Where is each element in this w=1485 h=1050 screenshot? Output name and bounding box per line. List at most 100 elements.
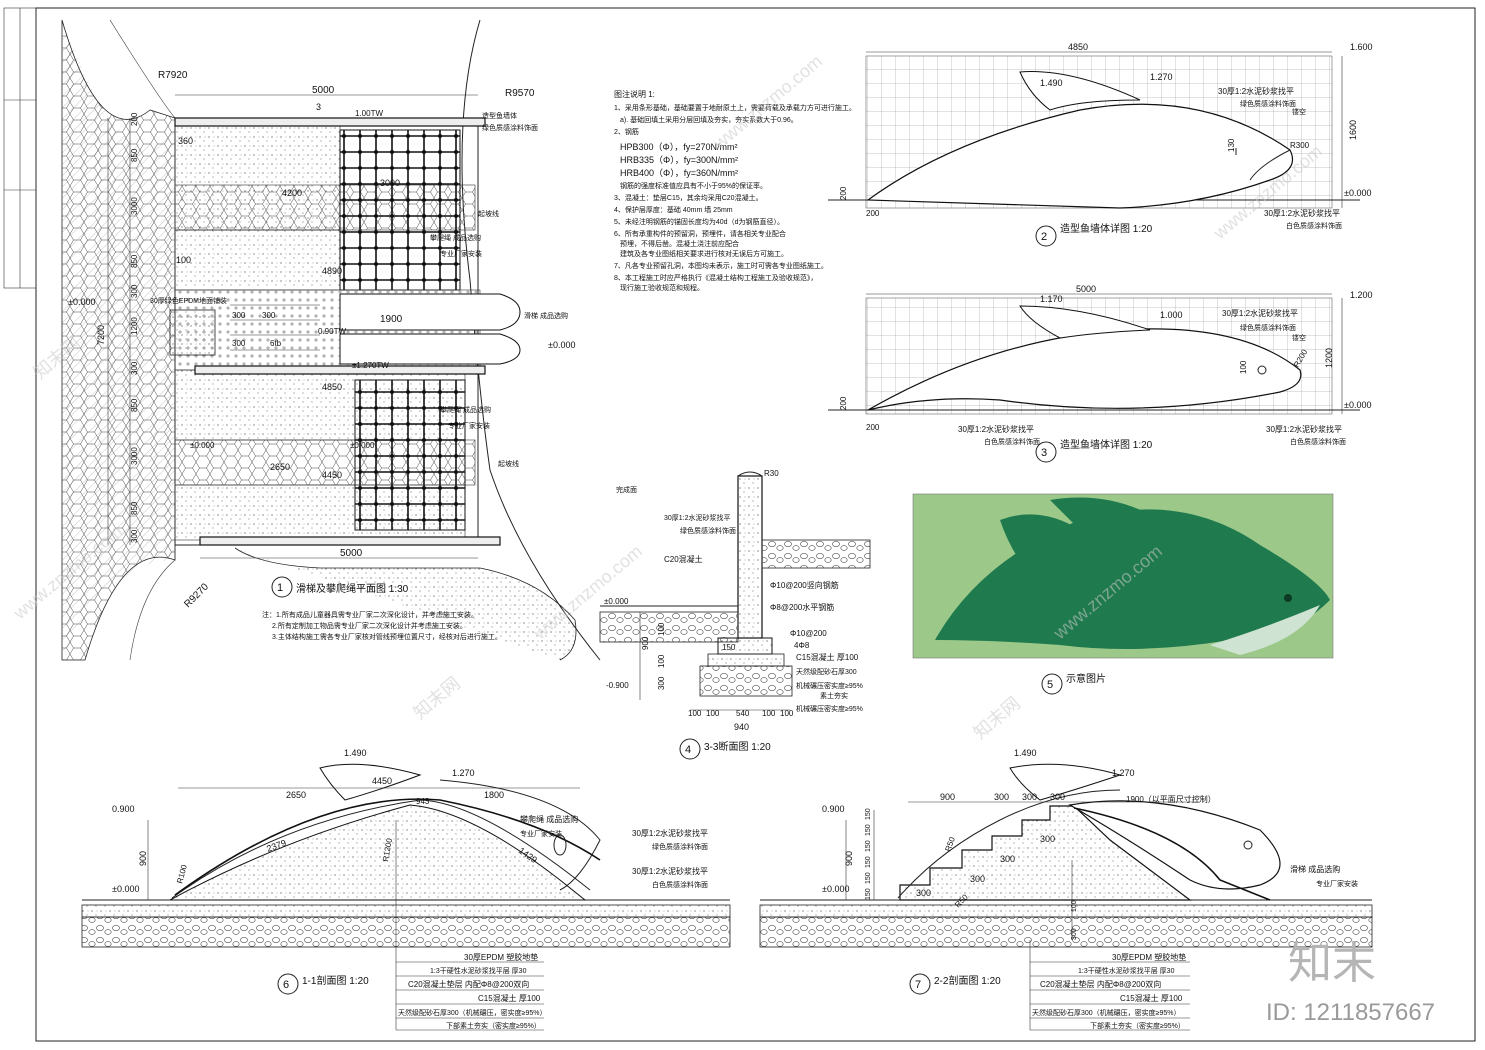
fw3-dim: 1.170	[1040, 294, 1063, 304]
notes-line: 建筑及各专业图纸相关要求进行核对无误后方可施工。	[620, 249, 788, 258]
left-dim-8: 3000	[130, 447, 139, 465]
plan-dim-top-0: 5000	[312, 85, 335, 96]
s22-layer: 1:3干硬性水泥砂浆找平层 厚30	[1078, 966, 1175, 975]
notes-line: 7、凡各专业预留孔洞，本图均未表示，施工时可需各专业图纸施工。	[614, 261, 828, 270]
s33-dim: 100	[657, 654, 666, 668]
left-dim-10: 300	[130, 529, 139, 543]
fw3-label: 30厚1:2水泥砂浆找平	[1266, 424, 1342, 434]
notes-line: 6、所有承重构件的预留洞，预埋件，请各相关专业配合	[614, 229, 786, 238]
s22-dim: 150	[865, 888, 872, 900]
notes-line: HPB300（Φ），fy=270N/mm²	[620, 142, 737, 152]
s33-label: Φ8@200水平钢筋	[770, 602, 834, 612]
fw2-label: 绿色质感涂料饰面	[1240, 99, 1296, 108]
inner-dim: 300	[232, 311, 246, 320]
plan-label: 30厚绿色EPDM地面铺装	[150, 296, 227, 305]
plan-dim-bottom: 5000	[340, 548, 363, 559]
s11-dim: 1.270	[452, 768, 475, 778]
s22-dim: 900	[940, 792, 955, 802]
fw2-dim: ±0.000	[1344, 188, 1371, 198]
plan-label: 专业厂家安装	[448, 421, 490, 430]
notes-line: 2、钢筋	[614, 127, 639, 136]
s33-dim: 900	[641, 636, 650, 650]
example-photo	[912, 493, 1334, 659]
s33-dim: -0.900	[606, 681, 629, 690]
s33-label: 绿色质感涂料饰面	[680, 526, 736, 535]
s22-number: 7	[915, 979, 921, 991]
s33-label: 素土夯实	[820, 691, 848, 700]
inner-dim: 4850	[322, 382, 342, 392]
s11-layer: C20混凝土垫层 内配Φ8@200双向	[408, 979, 529, 989]
fw2-number: 2	[1041, 231, 1047, 243]
fw3-dim: 200	[866, 423, 880, 432]
notes-line: 钢筋的强度标准值应具有不小于95%的保证率。	[620, 181, 767, 190]
notes-line: HRB335（Φ），fy=300N/mm²	[620, 155, 738, 165]
s33-label: 完成面	[616, 485, 637, 494]
notes-title: 图注说明 1:	[614, 89, 655, 99]
s11-dim: R1200	[381, 837, 394, 862]
section-3-3-text: R30 ±0.000 -0.900 900 300 100 100 150 10…	[604, 469, 863, 732]
notes-line: 5、未经注明钢筋的锚固长度均为40d（d为钢筋直径）。	[614, 217, 784, 226]
s22-dim: 300	[1040, 834, 1055, 844]
s22-title: 2-2剖面图 1:20	[934, 974, 1001, 987]
s33-label: Φ10@200竖向钢筋	[770, 580, 839, 590]
watermark-logo: 知末	[1288, 939, 1376, 988]
inner-dim: 2650	[270, 462, 290, 472]
inner-dim: 4450	[322, 470, 342, 480]
s22-layer: 天然级配砂石厚300（机械碾压，密实度≥95%）	[1032, 1008, 1181, 1017]
section-1-1-layers: 30厚EPDM 塑胶地垫 1:3干硬性水泥砂浆找平层 厚30 C20混凝土垫层 …	[395, 820, 547, 1031]
plan-view	[61, 19, 601, 661]
s33-label: 机械碾压密实度≥95%	[796, 704, 863, 713]
s11-dim: 1.490	[344, 748, 367, 758]
inner-dim: ±0.000	[350, 441, 375, 450]
notes-line: 1、采用条形基础，基础要置于地耐原土上，需要荷载及承载力方可进行施工。	[614, 103, 856, 112]
plan-dim-top-1: 3	[316, 102, 321, 112]
notes-line: a). 基础回填土采用分层回填及夯实，夯实系数大于0.96。	[620, 115, 798, 124]
s22-layer: 30厚EPDM 塑胶地垫	[1112, 952, 1186, 962]
left-dim-9: 850	[130, 501, 139, 515]
s33-dim: 100	[780, 709, 794, 718]
s11-layer: C15混凝土 厚100	[478, 993, 541, 1003]
s33-label: C20混凝土	[664, 554, 703, 564]
sheet-border	[35, 7, 1476, 1042]
inner-dim: 360	[178, 136, 193, 146]
notes-line: 8、本工程施工时应严格执行《混凝土结构工程施工及验收规范》，	[614, 273, 817, 282]
fw2-dim: 4850	[1068, 42, 1088, 52]
s22-dim: 300	[970, 874, 985, 884]
radius-label-1: R7920	[158, 70, 188, 81]
watermark-site: www.znzmo.com	[709, 51, 826, 154]
plan-note-2: 2.所有定制加工物品需专业厂家二次深化设计并考虑施工安装。	[272, 621, 467, 630]
s22-label: 专业厂家安装	[1316, 879, 1358, 888]
inner-dim: 4200	[282, 188, 302, 198]
fw3-dim: 100	[1239, 360, 1248, 374]
inner-dim: ±0.000	[190, 441, 215, 450]
fw3-label: 白色质感涂料饰面	[984, 437, 1040, 446]
s22-dim: 150	[865, 824, 872, 836]
section-3-3	[599, 471, 871, 711]
s22-dim: 1.490	[1014, 748, 1037, 758]
plan-dim-top-2: 1.00TW	[355, 109, 383, 118]
s11-dim: 0.900	[112, 804, 135, 814]
plan-label: 起坡线	[498, 459, 519, 468]
s33-label: 天然级配砂石厚300	[796, 667, 857, 676]
plan-note-3: 3.主体结构施工需各专业厂家核对管线预埋位置尺寸，经核对后进行施工。	[272, 632, 502, 641]
s11-layer: 天然级配砂石厚300（机械碾压，密实度≥95%）	[398, 1008, 547, 1017]
plan-label: 攀爬绳 成品选购	[440, 405, 491, 414]
s33-dim: 150	[722, 643, 736, 652]
photo-bubble	[1041, 673, 1063, 695]
fish-wall-3	[828, 293, 1360, 415]
s22-dim: 300	[1022, 792, 1037, 802]
total-dim: 7200	[96, 325, 106, 345]
plan-labels: 造型鱼墙体 绿色质感涂料饰面 起坡线 攀爬绳 成品选购 专业厂家安装 30厚绿色…	[150, 111, 575, 468]
s22-dim: 0.900	[822, 804, 845, 814]
plan-label: 专业厂家安装	[440, 249, 482, 258]
fw2-dim: 200	[866, 209, 880, 218]
fw2-dim: R300	[1290, 141, 1310, 150]
s33-dim: R30	[764, 469, 779, 478]
inner-dim: 3000	[380, 178, 400, 188]
s11-layer: 下部素土夯实（密实度≥95%）	[446, 1021, 541, 1030]
left-dim-5: 1200	[130, 317, 139, 335]
plan-label: 绿色质感涂料饰面	[482, 123, 538, 132]
s11-dim: R100	[175, 863, 189, 884]
s33-dim: 300	[657, 676, 666, 690]
left-dim-1: 850	[130, 148, 139, 162]
